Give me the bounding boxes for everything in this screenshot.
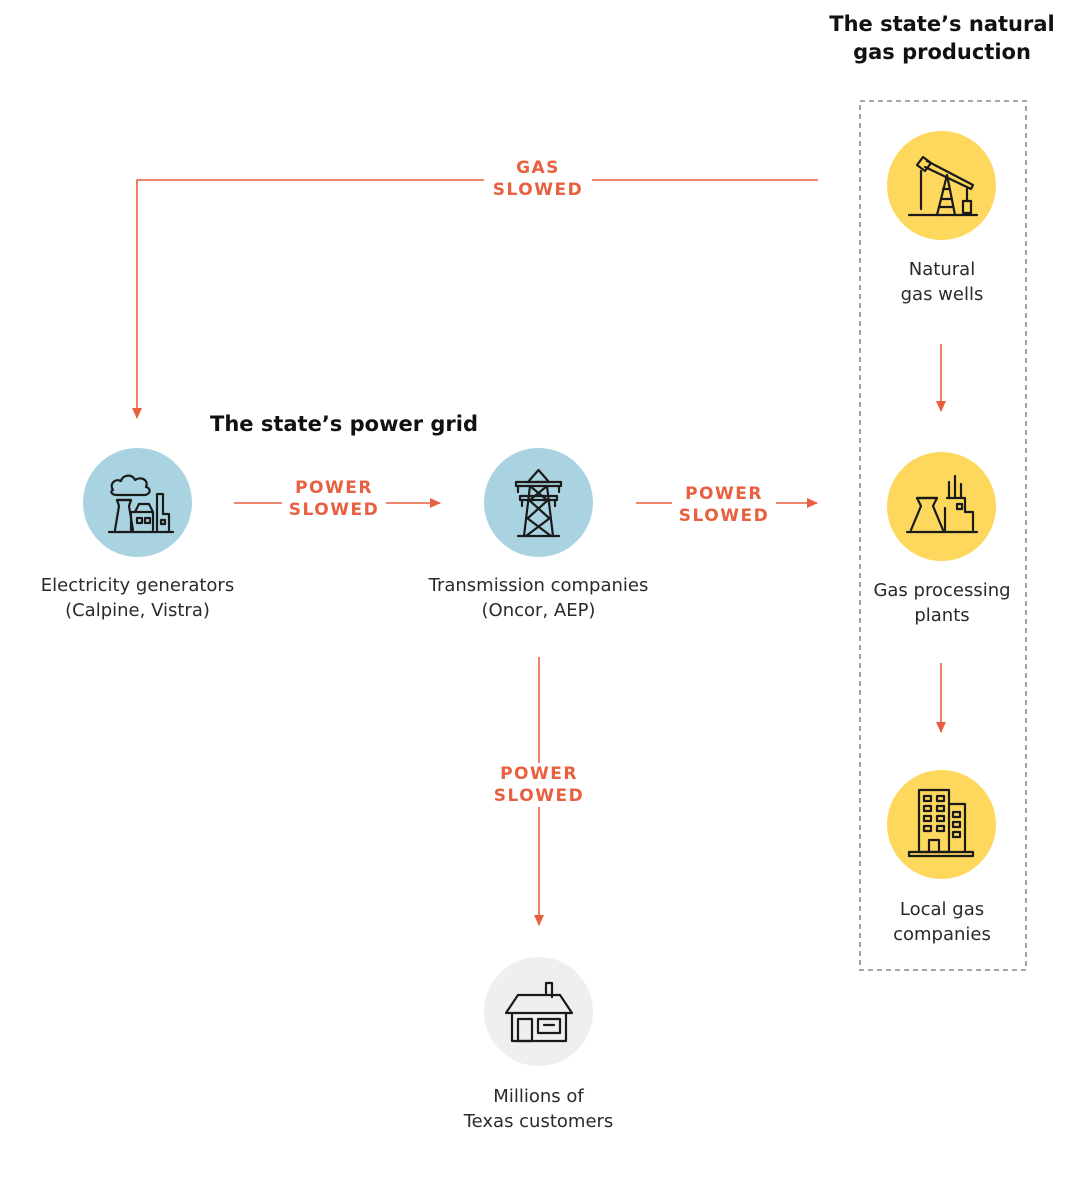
node-label-line1: Local gas [899,899,985,920]
flow-label-line2: SLOWED [493,786,585,806]
gas-production-heading-line1: The state’s natural [829,12,1055,36]
wells-label: Natural gas wells [862,257,1022,307]
office-building-icon [907,788,975,858]
node-label-line2: (Calpine, Vistra) [65,600,210,621]
node-label-line1: Transmission companies [428,575,649,596]
node-label-line1: Natural [908,259,976,280]
local-node [887,770,996,879]
transmission-label: Transmission companies (Oncor, AEP) [400,573,677,623]
gas-plant-icon [905,474,979,534]
node-label-line2: Texas customers [463,1111,614,1132]
flow-label-line1: GAS [516,158,560,178]
local-label: Local gas companies [862,897,1022,947]
node-label-line2: (Oncor, AEP) [481,600,596,621]
transmission-node [484,448,593,557]
gen-to-trans-label: POWER SLOWED [282,477,386,521]
trans-to-customers-label: POWER SLOWED [486,763,592,807]
house-icon [504,981,574,1043]
flow-label-line1: POWER [500,764,578,784]
flow-label-line1: POWER [295,478,373,498]
flow-label-line2: SLOWED [492,180,584,200]
node-label-line1: Electricity generators [40,575,235,596]
node-label-line2: gas wells [900,284,984,305]
flow-label-line2: SLOWED [288,500,380,520]
power-plant-icon [107,474,175,534]
oil-pump-jack-icon [907,155,979,217]
customers-label: Millions of Texas customers [420,1084,657,1134]
flow-label-line2: SLOWED [678,506,770,526]
node-label-line2: companies [893,924,991,945]
customers-node [484,957,593,1066]
node-label-line1: Millions of [493,1086,584,1107]
gas-slowed-label: GAS SLOWED [484,157,592,201]
generators-node [83,448,192,557]
processing-label: Gas processing plants [862,578,1022,628]
power-grid-heading: The state’s power grid [210,412,478,436]
gas-production-heading-line2: gas production [853,40,1031,64]
flow-label-line1: POWER [685,484,763,504]
node-label-line1: Gas processing [873,580,1011,601]
processing-node [887,452,996,561]
trans-to-gas-label: POWER SLOWED [672,483,776,527]
transmission-tower-icon [514,468,563,538]
node-label-line2: plants [914,605,970,626]
generators-label: Electricity generators (Calpine, Vistra) [20,573,255,623]
wells-node [887,131,996,240]
gas-production-box [859,100,1027,971]
gas-flow-line [132,179,818,419]
gas-production-heading: The state’s natural gas production [820,10,1064,66]
